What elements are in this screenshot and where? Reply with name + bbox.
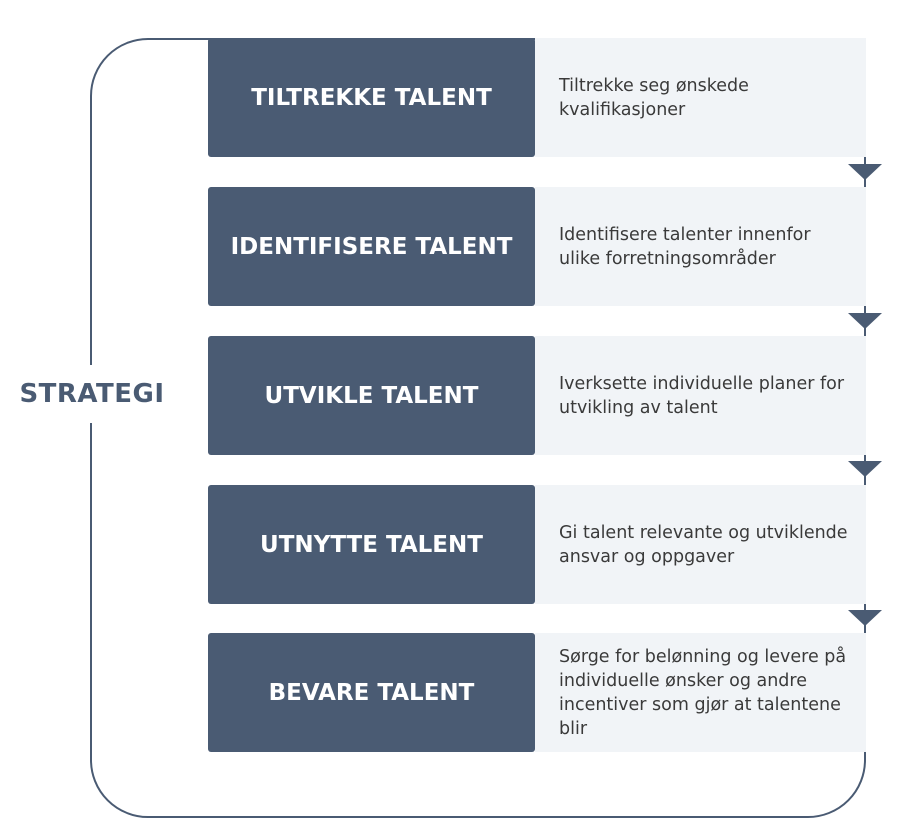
strategy-label: STRATEGI [4,365,180,423]
step-develop: UTVIKLE TALENT Iverksette individuelle p… [208,336,866,455]
step-identify: IDENTIFISERE TALENT Identifisere talente… [208,187,866,306]
step-title: UTVIKLE TALENT [208,336,535,455]
step-description: Identifisere talenter innenfor ulike for… [535,187,866,306]
arrow-down-icon [848,610,882,626]
step-title: UTNYTTE TALENT [208,485,535,604]
step-description: Tiltrekke seg ønskede kvalifikasjoner [535,38,866,157]
step-description: Gi talent relevante og utviklende ansvar… [535,485,866,604]
step-title: IDENTIFISERE TALENT [208,187,535,306]
step-utilize: UTNYTTE TALENT Gi talent relevante og ut… [208,485,866,604]
step-retain: BEVARE TALENT Sørge for belønning og lev… [208,633,866,752]
step-title: BEVARE TALENT [208,633,535,752]
step-description: Sørge for belønning og levere på individ… [535,633,866,752]
arrow-down-icon [848,461,882,477]
step-title: TILTREKKE TALENT [208,38,535,157]
arrow-down-icon [848,313,882,329]
step-attract: TILTREKKE TALENT Tiltrekke seg ønskede k… [208,38,866,157]
step-description: Iverksette individuelle planer for utvik… [535,336,866,455]
arrow-down-icon [848,164,882,180]
